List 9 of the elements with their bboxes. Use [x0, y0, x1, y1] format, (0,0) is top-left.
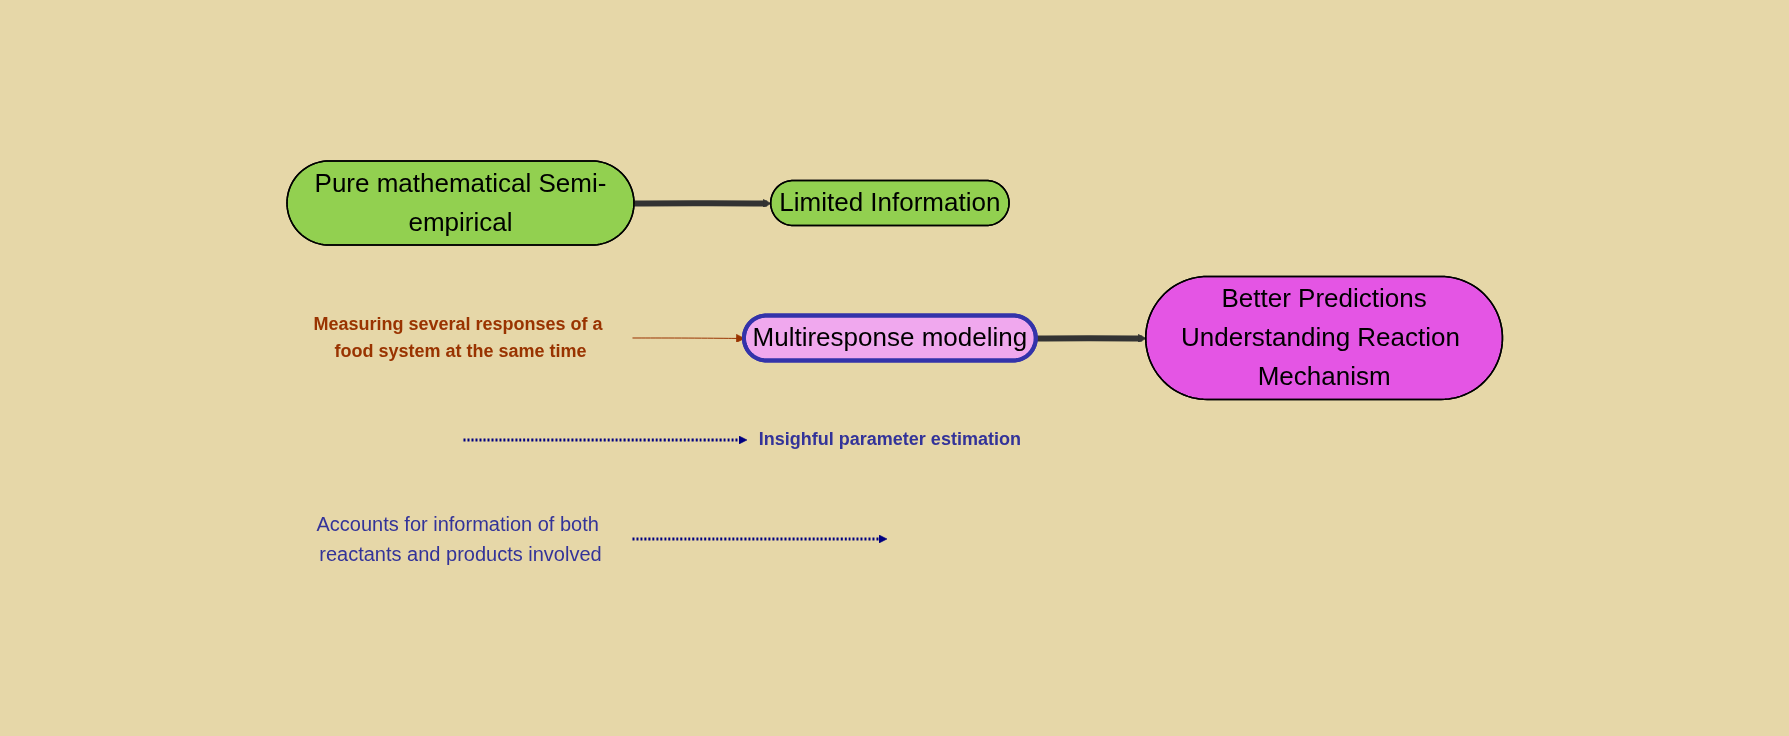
- ellipse-node: Limited Information: [769, 179, 1010, 227]
- dashed-arrow: [632, 534, 888, 544]
- ellipse-node: Multiresponse modeling: [741, 313, 1038, 363]
- dashed-arrow: [463, 435, 747, 445]
- note-text: Measuring several responses of a food system at the same time: [313, 314, 603, 361]
- note-text: Insighful parameter estimation: [758, 429, 1021, 450]
- note-text: Accounts for information of both reactants and products involved: [316, 513, 602, 565]
- ellipse-node: Pure mathematical Semi-empirical: [286, 160, 635, 246]
- ellipse-node: Better Predictions Understanding Reaction Mechanism: [1144, 275, 1503, 401]
